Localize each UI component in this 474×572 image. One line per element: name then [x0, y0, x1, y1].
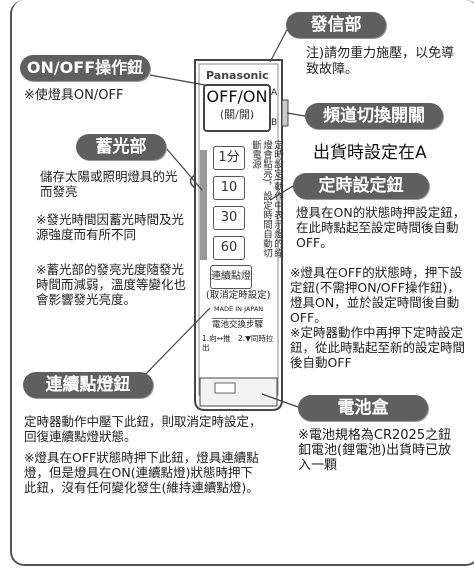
line-switch	[286, 112, 306, 117]
onoff-button-sub: (關/開)	[219, 108, 255, 121]
line-onoff	[149, 74, 211, 87]
continuous-sub: (取消定時設定)	[206, 290, 271, 301]
label-transmitter: 發信部	[286, 12, 386, 38]
line-transmitter	[269, 27, 289, 63]
continuous-button[interactable]: 連續點燈	[210, 265, 252, 289]
transmitter-note: 注)請勿重力施壓，以免導致故障。	[306, 46, 455, 77]
timer-side-text: 定時設定(動作中表示燈的綠燈會點亮)，設定時間自動切斷電源	[250, 140, 283, 258]
remote-brand: Panasonic	[206, 69, 269, 82]
label-channel-switch: 頻道切換開關	[305, 103, 443, 129]
battery-instructions: 1.向↔推 2.▼同時拉出	[202, 334, 274, 352]
battery-note: ※電池規格為CR2025之鈕釦電池(鋰電池)出貨時已放入一顆	[298, 428, 452, 473]
side-notch	[189, 174, 196, 189]
luminous-strip	[200, 150, 207, 260]
continuous-desc: 定時器動作中壓下此鈕，則取消定時設定，回復連續點燈狀態。	[24, 414, 262, 444]
label-continuous: 連續點燈鈕	[23, 372, 153, 398]
label-timer: 定時設定鈕	[293, 173, 429, 199]
label-onoff: ON/OFF操作鈕	[20, 55, 150, 81]
continuous-note: ※燈具在OFF狀態時押下此鈕，燈具連續點燈，但是燈具在ON(連續點燈)狀態時押下…	[24, 450, 259, 495]
battery-compartment	[199, 377, 278, 407]
timer-button-1[interactable]: 1分	[213, 146, 245, 170]
label-battery: 電池盒	[298, 395, 428, 421]
battery-steps: 電池交換步驟	[212, 318, 264, 330]
channel-default: 出貨時設定在A	[313, 143, 427, 163]
timer-button-30[interactable]: 30	[213, 206, 245, 230]
timer-note1: ※燈具在OFF的狀態時，押下設定鈕(不需押ON/OFF操作鈕)，燈具ON，並於設…	[290, 265, 463, 325]
line-battery	[261, 393, 299, 408]
line-timer	[269, 185, 294, 201]
diagram-frame	[10, 0, 474, 566]
onoff-button[interactable]: OFF/ON (關/開)	[203, 84, 271, 132]
timer-note2: ※定時器動作中再押下定時設定鈕，從此時點起至新的設定時間後自動OFF	[290, 325, 466, 370]
made-in: MADE IN JAPAN	[214, 305, 264, 313]
luminous-note1: ※發光時間因蓄光時間及光源強度而有所不同	[36, 212, 184, 242]
switch-label-b: B	[271, 118, 278, 128]
switch-label-a: A	[271, 88, 278, 98]
battery-latch	[214, 382, 236, 394]
timer-desc: 燈具在ON的狀態時押設定鈕，在此時點起至設定時間後自動OFF。	[296, 205, 466, 250]
luminous-note2: ※蓄光部的發亮光度隨發光時間而減弱，溫度等變化也會影響發光亮度。	[36, 262, 187, 307]
luminous-desc: 儲存太陽或照明燈具的光而發亮	[40, 169, 178, 199]
timer-button-60[interactable]: 60	[213, 236, 245, 260]
line-luminous	[165, 147, 203, 191]
label-luminous: 蓄光部	[76, 134, 166, 160]
onoff-button-label: OFF/ON	[206, 87, 268, 106]
remote-inner-border	[198, 63, 279, 396]
line-continuous	[134, 307, 211, 386]
timer-button-10[interactable]: 10	[213, 176, 245, 200]
onoff-note: ※使燈具ON/OFF	[24, 88, 124, 103]
